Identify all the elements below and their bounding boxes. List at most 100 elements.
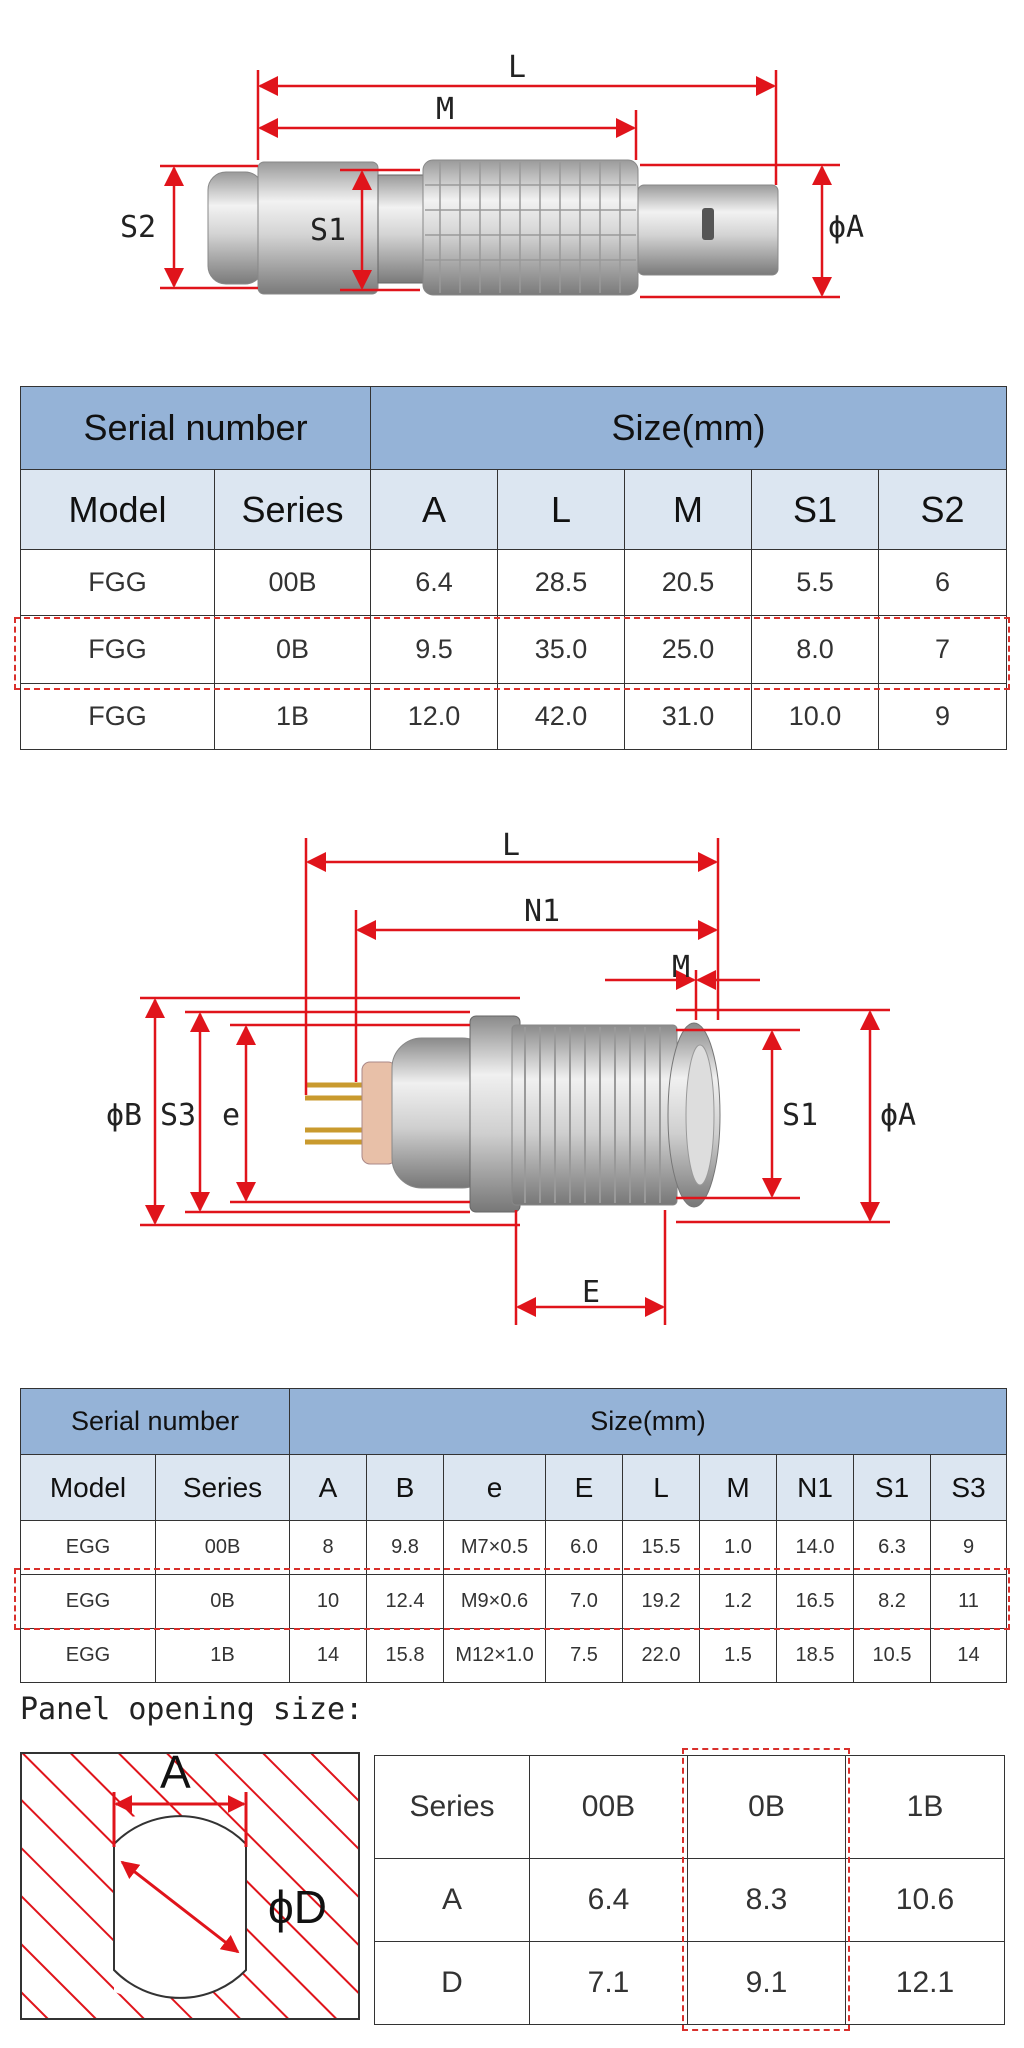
table-row: EGG 0B 10 12.4 M9×0.6 7.0 19.2 1.2 16.5 … xyxy=(20,1574,1008,1629)
cell: 6.4 xyxy=(370,549,499,616)
socket-threaded-body xyxy=(511,1024,678,1206)
socket-label-S3: S3 xyxy=(160,1098,197,1133)
panel-col-0B: 0B xyxy=(687,1755,846,1859)
cell: EGG xyxy=(20,1628,156,1683)
opening-shape xyxy=(113,1815,247,1999)
socket-drawing xyxy=(140,838,890,1325)
cell: 1B xyxy=(213,683,372,750)
cell: 9 xyxy=(930,1520,1008,1575)
cell: 35.0 xyxy=(497,615,626,684)
cell: 5.5 xyxy=(751,549,880,616)
plug-size-table: Serial number Size(mm) Model Series A L … xyxy=(19,386,1008,750)
cell: 1.5 xyxy=(699,1628,778,1683)
cell: 6.4 xyxy=(529,1858,688,1942)
plug-drawing xyxy=(160,70,840,299)
cell: FGG xyxy=(20,615,215,684)
cell: 8.0 xyxy=(751,615,880,684)
socket-col-model: Model xyxy=(20,1454,156,1521)
panel-label-D: ϕD xyxy=(268,1881,327,1933)
panel-col-00B: 00B xyxy=(529,1755,688,1859)
plug-label-M: M xyxy=(436,92,455,127)
cell: 10.6 xyxy=(845,1858,1005,1942)
panel-size-table: Series 00B 0B 1B A 6.4 8.3 10.6 D 7.1 9.… xyxy=(374,1755,1005,2025)
panel-label-A: A xyxy=(160,1746,191,1798)
plug-col-L: L xyxy=(497,469,626,550)
cell: 12.0 xyxy=(370,683,499,750)
table-row: FGG 0B 9.5 35.0 25.0 8.0 7 xyxy=(20,615,1008,684)
cell: 0B xyxy=(154,1574,291,1629)
socket-label-N1: N1 xyxy=(524,894,561,929)
plug-col-A: A xyxy=(370,469,499,550)
cell: 1.2 xyxy=(699,1574,778,1629)
socket-col-N1: N1 xyxy=(776,1454,855,1521)
panel-title: Panel opening size: xyxy=(20,1692,364,1727)
socket-col-E: E xyxy=(545,1454,624,1521)
cell: 6.0 xyxy=(545,1520,624,1575)
socket-col-series: Series xyxy=(154,1454,291,1521)
cell: 31.0 xyxy=(624,683,753,750)
socket-insulator xyxy=(361,1061,397,1165)
socket-col-S1: S1 xyxy=(853,1454,932,1521)
cell: FGG xyxy=(20,549,215,616)
cell: M7×0.5 xyxy=(443,1520,547,1575)
cell: 10 xyxy=(289,1574,368,1629)
panel-col-series: Series xyxy=(374,1755,530,1859)
cell: 14 xyxy=(930,1628,1008,1683)
cell: 16.5 xyxy=(776,1574,855,1629)
cell: 18.5 xyxy=(776,1628,855,1683)
plug-label-L: L xyxy=(508,50,527,85)
cell: 1B xyxy=(154,1628,291,1683)
cell: EGG xyxy=(20,1520,156,1575)
table-row: D 7.1 9.1 12.1 xyxy=(374,1941,1005,2025)
cell: 12.1 xyxy=(845,1941,1005,2025)
socket-size-table: Serial number Size(mm) Model Series A B … xyxy=(19,1388,1008,1683)
cell: 25.0 xyxy=(624,615,753,684)
plug-header-serial: Serial number xyxy=(19,386,372,470)
plug-col-M: M xyxy=(624,469,753,550)
socket-header-size: Size(mm) xyxy=(289,1388,1008,1455)
cell: 6.3 xyxy=(853,1520,932,1575)
plug-label-S1: S1 xyxy=(310,213,347,248)
cell: FGG xyxy=(20,683,215,750)
cell: 7.0 xyxy=(545,1574,624,1629)
socket-col-B: B xyxy=(366,1454,445,1521)
cell: 10.5 xyxy=(853,1628,932,1683)
cell: A xyxy=(374,1858,530,1942)
plug-label-A: ϕA xyxy=(828,210,865,245)
socket-label-B: ϕB xyxy=(106,1098,143,1133)
socket-col-L: L xyxy=(622,1454,701,1521)
socket-label-L: L xyxy=(502,828,521,863)
plug-col-model: Model xyxy=(20,469,215,550)
cell: 8.2 xyxy=(853,1574,932,1629)
plug-col-series: Series xyxy=(213,469,372,550)
cell: 9.8 xyxy=(366,1520,445,1575)
cell: 42.0 xyxy=(497,683,626,750)
cell: 15.5 xyxy=(622,1520,701,1575)
cell: 00B xyxy=(213,549,372,616)
cell: 22.0 xyxy=(622,1628,701,1683)
cell: 6 xyxy=(878,549,1008,616)
table-row: A 6.4 8.3 10.6 xyxy=(374,1858,1005,1942)
cell: 10.0 xyxy=(751,683,880,750)
cell: 7.1 xyxy=(529,1941,688,2025)
cell: 15.8 xyxy=(366,1628,445,1683)
socket-label-E: E xyxy=(582,1275,601,1310)
cell: 00B xyxy=(154,1520,291,1575)
cell: 11 xyxy=(930,1574,1008,1629)
cell: EGG xyxy=(20,1574,156,1629)
cell: 8.3 xyxy=(687,1858,846,1942)
table-row: EGG 1B 14 15.8 M12×1.0 7.5 22.0 1.5 18.5… xyxy=(20,1628,1008,1683)
cell: 1.0 xyxy=(699,1520,778,1575)
socket-col-A: A xyxy=(289,1454,368,1521)
socket-col-e: e xyxy=(443,1454,547,1521)
cell: 8 xyxy=(289,1520,368,1575)
panel-col-1B: 1B xyxy=(845,1755,1005,1859)
cell: 28.5 xyxy=(497,549,626,616)
socket-col-M: M xyxy=(699,1454,778,1521)
cell: D xyxy=(374,1941,530,2025)
plug-cap xyxy=(207,171,264,285)
plug-nut xyxy=(377,174,424,284)
cell: 9 xyxy=(878,683,1008,750)
socket-col-S3: S3 xyxy=(930,1454,1008,1521)
plug-col-S2: S2 xyxy=(878,469,1008,550)
